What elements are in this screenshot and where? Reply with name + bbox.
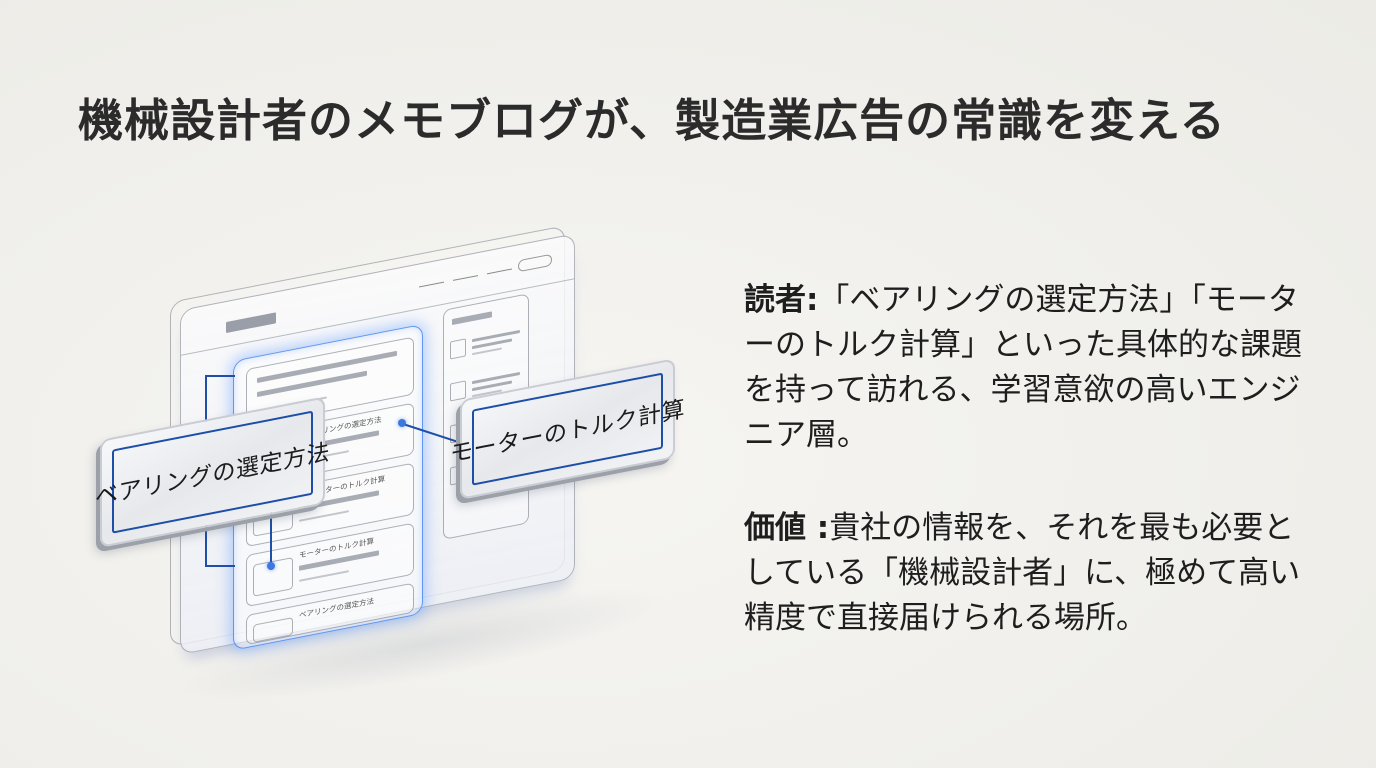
card-title: ベアリングの選定方法 bbox=[299, 596, 374, 620]
sidebar-item bbox=[450, 323, 524, 373]
blog-illustration: ・ベアリングの選定方法 ILSモーターのトルク計算 モーターのトルク計算 bbox=[90, 210, 710, 725]
value-label: 価値 : bbox=[744, 510, 830, 546]
nav-link bbox=[419, 281, 444, 288]
thumbnail bbox=[450, 380, 466, 402]
connector-dot bbox=[267, 562, 275, 570]
connector-line bbox=[205, 375, 235, 377]
connector-line bbox=[270, 500, 272, 570]
thumbnail bbox=[450, 338, 466, 360]
slide-title: 機械設計者のメモブログが、製造業広告の常識を変える bbox=[78, 94, 1226, 147]
sidebar-heading bbox=[452, 311, 492, 326]
reader-description: 読者:「ベアリングの選定方法」「モーターのトルク計算」といった具体的な課題を持っ… bbox=[744, 278, 1314, 458]
plate-label: モーターのトルク計算 bbox=[450, 396, 685, 468]
logo-placeholder bbox=[226, 312, 276, 334]
value-text: 貴社の情報を、それを最も必要としている「機械設計者」に、極めて高い精度で直接届け… bbox=[744, 510, 1301, 636]
nav-button bbox=[518, 253, 552, 273]
text-line bbox=[299, 510, 349, 522]
thumbnail bbox=[253, 617, 293, 643]
nav-link bbox=[453, 275, 478, 281]
value-description: 価値 :貴社の情報を、それを最も必要としている「機械設計者」に、極めて高い精度で… bbox=[744, 506, 1314, 641]
connector-dot bbox=[398, 419, 406, 427]
text-line bbox=[299, 570, 349, 582]
plate-label: ベアリングの選定方法 bbox=[95, 439, 330, 511]
connector-line bbox=[205, 565, 235, 567]
reader-label: 読者: bbox=[744, 282, 819, 318]
nav-link bbox=[487, 268, 512, 275]
reader-text: 「ベアリングの選定方法」「モーターのトルク計算」といった具体的な課題を持って訪れ… bbox=[744, 282, 1302, 453]
